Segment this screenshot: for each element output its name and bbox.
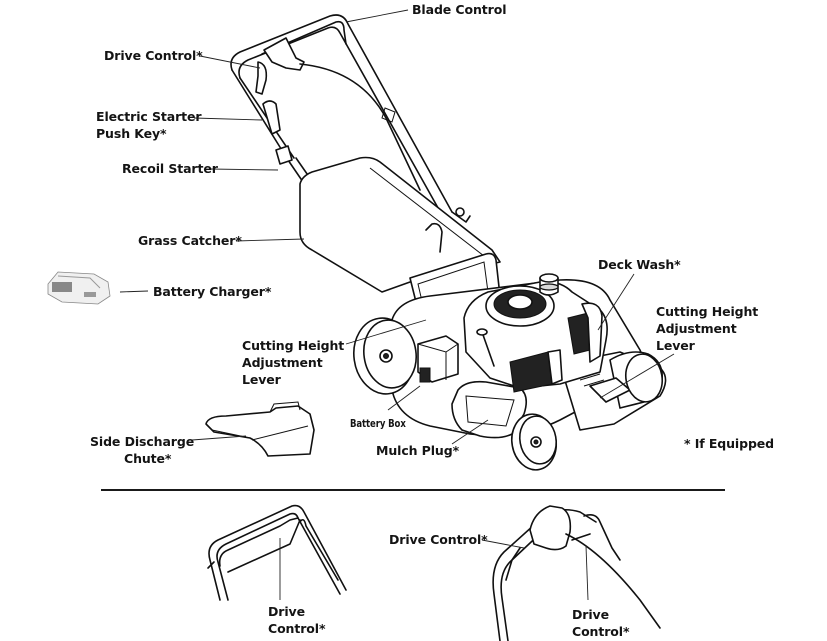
drive-control-bar [263, 37, 305, 71]
label-cutting-height-left-line1: Cutting Height [242, 338, 345, 353]
label-grass-catcher: Grass Catcher* [138, 233, 242, 248]
inset-left-label-line2: Control* [268, 621, 326, 636]
label-side-discharge-line1: Side Discharge [90, 434, 195, 449]
side-discharge-chute [205, 401, 315, 457]
label-recoil-starter: Recoil Starter [122, 161, 218, 176]
label-mulch-plug: Mulch Plug* [376, 443, 460, 458]
inset-left-handle [207, 504, 347, 601]
recoil-starter-handle [275, 145, 293, 165]
inset-right-label-line2: Control* [572, 624, 630, 639]
label-deck-wash: Deck Wash* [598, 257, 681, 272]
label-cutting-height-right-line2: Adjustment [656, 321, 737, 336]
label-cutting-height-right-line1: Cutting Height [656, 304, 759, 319]
grass-catcher [299, 156, 501, 293]
drive-control-lever [255, 61, 268, 95]
label-cutting-height-left-line3: Lever [242, 372, 281, 387]
label-side-discharge-line2: Chute* [124, 451, 172, 466]
front-wheel [510, 413, 558, 471]
electric-starter-key [262, 100, 281, 135]
inset-right-handle [481, 505, 661, 641]
engine [463, 273, 608, 393]
label-electric-starter-line2: Push Key* [96, 126, 167, 141]
label-cutting-height-right-line3: Lever [656, 338, 695, 353]
label-cutting-height-left-line2: Adjustment [242, 355, 323, 370]
inset-right-side-label: Drive Control* [389, 532, 488, 547]
label-electric-starter-line1: Electric Starter [96, 109, 202, 124]
leader-lines [119, 9, 675, 445]
inset-left-label-line1: Drive [268, 604, 305, 619]
label-battery-box: Battery Box [350, 417, 406, 430]
battery-charger [47, 271, 111, 305]
label-battery-charger: Battery Charger* [153, 284, 272, 299]
inset-drive-bail [529, 505, 572, 551]
section-divider [101, 489, 725, 491]
inset-right-label-line1: Drive [572, 607, 609, 622]
label-drive-control: Drive Control* [104, 48, 203, 63]
label-if-equipped-note: * If Equipped [684, 436, 775, 451]
label-blade-control: Blade Control [412, 2, 507, 17]
